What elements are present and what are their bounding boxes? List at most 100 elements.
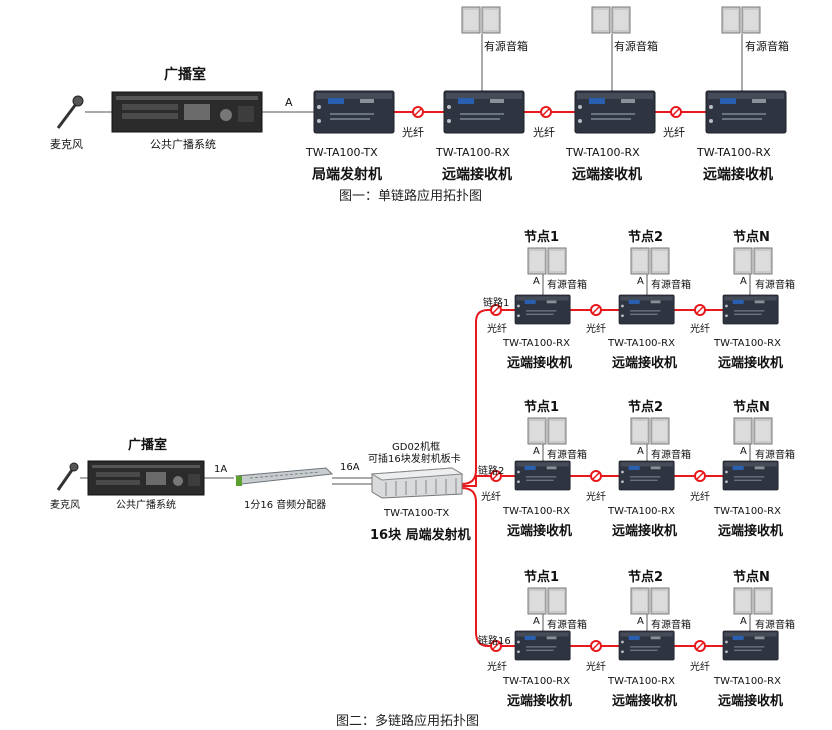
speaker-icon bbox=[630, 587, 670, 615]
speaker-icon bbox=[630, 247, 670, 275]
fig2-rx-name: 远端接收机 bbox=[507, 694, 573, 709]
fig1-rx-model: TW-TA100-RX bbox=[697, 146, 771, 159]
fig2-chassis-title: GD02机框 bbox=[392, 442, 441, 453]
fig2-speaker-label: 有源音箱 bbox=[547, 450, 587, 461]
fig1-fiber-label: 光纤 bbox=[402, 126, 424, 139]
fig2-node-label: 节点2 bbox=[628, 230, 664, 245]
fig1-rx-device bbox=[705, 90, 787, 134]
fig1-tx-device bbox=[313, 90, 395, 134]
fig2-node-label: 节点1 bbox=[524, 230, 560, 245]
fig2-line1-label: 1A bbox=[214, 464, 228, 475]
fig2-rx-device bbox=[514, 294, 571, 325]
fig1-fiber-label: 光纤 bbox=[663, 126, 685, 139]
fig2-rx-model: TW-TA100-RX bbox=[714, 338, 781, 349]
speaker-icon bbox=[721, 6, 761, 34]
fig2-a-label: A bbox=[637, 446, 644, 457]
fig2-fiber-label: 光纤 bbox=[690, 662, 710, 673]
speaker-icon bbox=[461, 6, 501, 34]
fig2-fiber-label: 光纤 bbox=[481, 492, 501, 503]
speaker-icon bbox=[733, 587, 773, 615]
fig1-room-title: 广播室 bbox=[164, 67, 206, 83]
fig1-rx-name: 远端接收机 bbox=[572, 167, 642, 183]
fig2-speaker-label: 有源音箱 bbox=[547, 280, 587, 291]
fig2-rx-name: 远端接收机 bbox=[507, 356, 573, 371]
fig2-fiber-label: 光纤 bbox=[690, 324, 710, 335]
fig2-caption: 图二：多链路应用拓扑图 bbox=[336, 714, 480, 729]
fig2-node-label: 节点N bbox=[733, 230, 770, 245]
fig2-chassis bbox=[370, 467, 464, 499]
fig2-chassis-sub: 可插16块发射机板卡 bbox=[368, 454, 461, 465]
fig2-fiber-label: 光纤 bbox=[690, 492, 710, 503]
fig1-speaker-label: 有源音箱 bbox=[484, 40, 528, 53]
fig2-rx-name: 远端接收机 bbox=[612, 356, 678, 371]
fig2-rx-name: 远端接收机 bbox=[612, 694, 678, 709]
fiber-connector-icon bbox=[540, 106, 552, 118]
fig2-a-label: A bbox=[740, 616, 747, 627]
fig2-rx-model: TW-TA100-RX bbox=[503, 676, 570, 687]
fig1-caption: 图一：单链路应用拓扑图 bbox=[339, 189, 483, 204]
fig2-chain-label: 链路2 bbox=[478, 466, 505, 477]
fig2-fiber-label: 光纤 bbox=[586, 492, 606, 503]
fig1-rx-device bbox=[443, 90, 525, 134]
fig2-speaker-label: 有源音箱 bbox=[651, 620, 691, 631]
fig1-rx-model: TW-TA100-RX bbox=[566, 146, 640, 159]
fig2-rx-device bbox=[514, 460, 571, 491]
fig2-rx-name: 远端接收机 bbox=[718, 524, 784, 539]
fig2-speaker-label: 有源音箱 bbox=[651, 280, 691, 291]
fig2-line16-label: 16A bbox=[340, 462, 360, 473]
fig2-tx-name: 16块 局端发射机 bbox=[370, 528, 471, 543]
fig1-tx-name: 局端发射机 bbox=[312, 167, 382, 183]
fig2-speaker-label: 有源音箱 bbox=[755, 280, 795, 291]
fig2-a-label: A bbox=[533, 276, 540, 287]
fig2-fiber-label: 光纤 bbox=[487, 662, 507, 673]
fig2-a-label: A bbox=[637, 616, 644, 627]
fig2-node-label: 节点N bbox=[733, 400, 770, 415]
fig2-rx-device bbox=[722, 460, 779, 491]
microphone-icon bbox=[56, 462, 79, 491]
fig2-node-label: 节点2 bbox=[628, 400, 664, 415]
fiber-connector-icon bbox=[670, 106, 682, 118]
speaker-icon bbox=[733, 417, 773, 445]
fig2-a-label: A bbox=[740, 446, 747, 457]
fig1-speaker-label: 有源音箱 bbox=[745, 40, 789, 53]
fig2-amplifier bbox=[87, 460, 205, 496]
fig2-mic-label: 麦克风 bbox=[50, 500, 80, 511]
fig2-fiber-label: 光纤 bbox=[487, 324, 507, 335]
fig2-speaker-label: 有源音箱 bbox=[755, 450, 795, 461]
fig2-speaker-label: 有源音箱 bbox=[547, 620, 587, 631]
fig1-mic-label: 麦克风 bbox=[50, 138, 83, 151]
fiber-connector-icon bbox=[694, 304, 706, 316]
fig1-rx-model: TW-TA100-RX bbox=[436, 146, 510, 159]
fig2-rx-name: 远端接收机 bbox=[718, 356, 784, 371]
fig2-rx-name: 远端接收机 bbox=[718, 694, 784, 709]
fig2-rx-name: 远端接收机 bbox=[507, 524, 573, 539]
fig2-speaker-label: 有源音箱 bbox=[651, 450, 691, 461]
fiber-connector-icon bbox=[590, 470, 602, 482]
fig2-a-label: A bbox=[533, 446, 540, 457]
fig2-speaker-label: 有源音箱 bbox=[755, 620, 795, 631]
fig2-a-label: A bbox=[533, 616, 540, 627]
fiber-connector-icon bbox=[694, 470, 706, 482]
fig1-rx-name: 远端接收机 bbox=[703, 167, 773, 183]
fig2-rx-model: TW-TA100-RX bbox=[608, 676, 675, 687]
fig1-rx-name: 远端接收机 bbox=[442, 167, 512, 183]
fig2-chain-label: 链路16 bbox=[478, 636, 511, 647]
fig2-rx-device bbox=[618, 294, 675, 325]
fig2-a-label: A bbox=[637, 276, 644, 287]
microphone-icon bbox=[56, 95, 84, 129]
fig2-rx-device bbox=[514, 630, 571, 661]
fig1-amp-label: 公共广播系统 bbox=[150, 138, 216, 151]
fig2-splitter bbox=[235, 467, 334, 486]
fig2-rx-name: 远端接收机 bbox=[612, 524, 678, 539]
fig2-node-label: 节点2 bbox=[628, 570, 664, 585]
fig2-node-label: 节点1 bbox=[524, 570, 560, 585]
fiber-connector-icon bbox=[694, 640, 706, 652]
fig2-rx-model: TW-TA100-RX bbox=[714, 676, 781, 687]
fig2-rx-device bbox=[722, 630, 779, 661]
fiber-connector-icon bbox=[590, 640, 602, 652]
fig2-rx-model: TW-TA100-RX bbox=[608, 506, 675, 517]
speaker-icon bbox=[630, 417, 670, 445]
speaker-icon bbox=[527, 587, 567, 615]
fiber-connector-icon bbox=[590, 304, 602, 316]
